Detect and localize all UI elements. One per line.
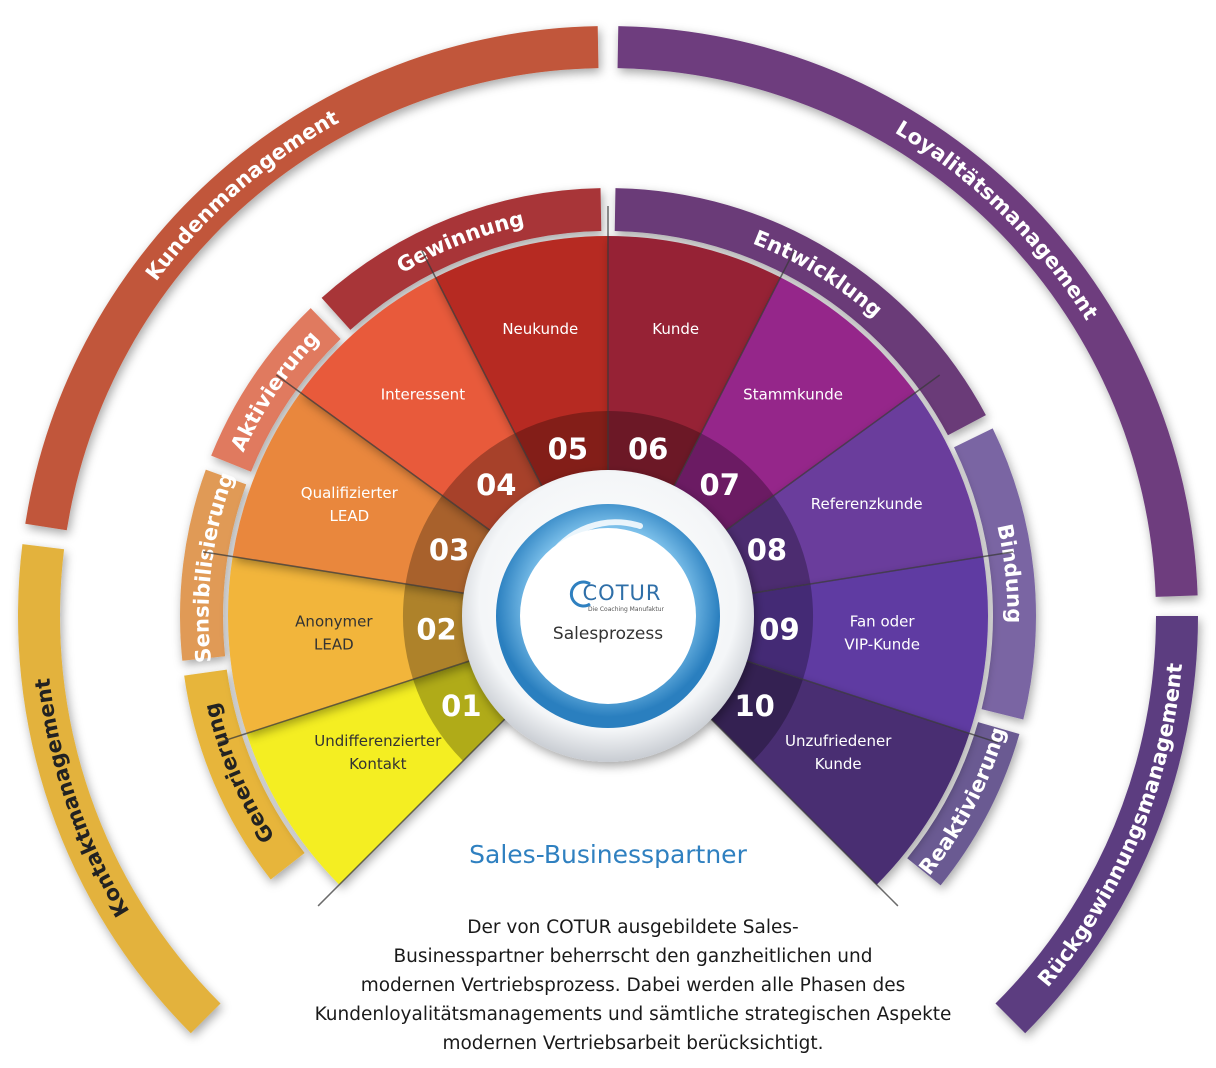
cotur-logo-text: COTUR	[583, 581, 662, 605]
segment-divider	[421, 250, 546, 492]
segment-wedge	[232, 392, 495, 595]
segment-number-band	[671, 433, 774, 534]
middle-ring-band	[614, 188, 986, 436]
outer-ring-band	[617, 26, 1198, 597]
description-line: modernen Vertriebsarbeit berücksichtigt.	[442, 1033, 824, 1054]
segment-04: Interessent	[275, 277, 545, 535]
segment-divider	[706, 714, 899, 907]
segment-label: Kunde	[652, 320, 699, 338]
description: Der von COTUR ausgebildete Sales- Busine…	[258, 913, 1008, 1058]
segment-06: Kunde	[607, 206, 781, 492]
cotur-logo-icon	[569, 580, 591, 608]
outer-ring-label: Kundenmanagement	[141, 105, 343, 285]
segment-number: 06	[628, 432, 668, 466]
segment-number-band	[442, 433, 545, 534]
center-highlight	[545, 519, 643, 563]
segment-wedge	[721, 392, 984, 595]
middle-ring-bindung: Bindung	[954, 428, 1036, 720]
segment-number: 04	[476, 468, 516, 502]
description-line: modernen Vertriebsprozess. Dabei werden …	[360, 975, 906, 996]
segment-divider	[746, 551, 1014, 595]
middle-ring-band	[954, 428, 1036, 720]
segment-divider	[720, 374, 941, 535]
segment-divider	[740, 658, 999, 744]
segment-label: Neukunde	[502, 320, 578, 338]
segment-label: Interessent	[381, 385, 465, 403]
segment-divider	[217, 658, 476, 744]
segment-wedge	[246, 659, 510, 885]
segment-number: 07	[700, 468, 740, 502]
segment-wedge	[228, 556, 475, 734]
outer-ring-band	[18, 544, 221, 1034]
segment-divider	[275, 374, 496, 535]
segment-wedge	[300, 277, 545, 534]
segment-wedge	[671, 277, 916, 534]
segment-wedge	[706, 659, 970, 885]
segment-05: Neukunde	[421, 236, 608, 492]
outer-ring-band	[25, 26, 599, 531]
segment-divider	[202, 551, 470, 595]
description-line: Der von COTUR ausgebildete Sales-	[467, 917, 799, 938]
segment-wedge	[435, 236, 608, 492]
middle-ring-band	[321, 188, 602, 330]
segment-wedge	[608, 236, 781, 492]
description-line: Businesspartner beherrscht den ganzheitl…	[393, 946, 873, 967]
center-label: Salesprozess	[553, 624, 663, 644]
segment-number: 08	[747, 533, 787, 567]
middle-ring-band	[907, 722, 1020, 886]
segment-number: 03	[429, 533, 469, 567]
segment-number-band	[403, 583, 475, 680]
segment-number-band	[608, 411, 702, 492]
segment-wedge	[741, 556, 988, 734]
description-line: Kundenloyalitätsmanagements und sämtlich…	[314, 1004, 952, 1025]
middle-ring-band	[180, 469, 247, 661]
segment-label: Referenzkunde	[811, 495, 923, 513]
segment-07: Stammkunde	[670, 250, 916, 534]
segment-number: 10	[734, 689, 774, 723]
segment-number-band	[741, 583, 814, 680]
middle-ring-band	[184, 669, 305, 880]
segment-number: 01	[441, 689, 481, 723]
segment-number-band	[514, 411, 608, 492]
middle-ring-band	[211, 308, 341, 472]
segment-divider	[670, 250, 795, 492]
segment-number: 09	[759, 612, 799, 646]
segment-divider	[317, 714, 510, 907]
segment-number: 05	[548, 432, 588, 466]
segment-number: 02	[416, 612, 456, 646]
center-disc	[520, 528, 696, 704]
diagram-title: Sales-Businesspartner	[469, 840, 747, 869]
cotur-logo-subtitle: Die Coaching Manufaktur	[588, 606, 665, 613]
outer-ring-band	[995, 616, 1198, 1034]
segment-label: Stammkunde	[743, 385, 843, 403]
